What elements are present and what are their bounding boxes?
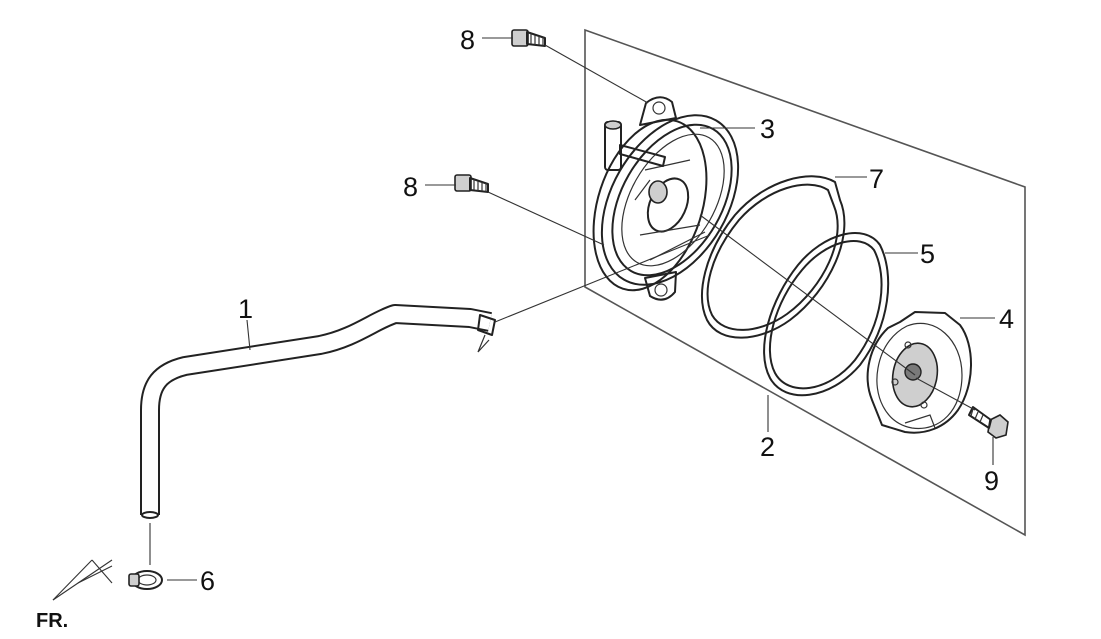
- mounting-plane-panel: [584, 28, 1026, 537]
- callout-1: 1: [238, 294, 253, 324]
- callout-6: 6: [200, 566, 215, 596]
- callout-8-upper: 8: [460, 25, 475, 55]
- callout-9: 9: [984, 466, 999, 496]
- pump-housing-part-3: [592, 96, 740, 301]
- callout-2: 2: [760, 432, 775, 462]
- bolt-part-9: [968, 406, 1009, 439]
- callout-3: 3: [760, 114, 775, 144]
- leader-lines: [149, 37, 995, 581]
- bolt-part-8-lower: [454, 174, 489, 193]
- cover-plate-part-4: [866, 311, 972, 434]
- hose-clamp-part-6: [128, 570, 163, 590]
- callout-5: 5: [920, 239, 935, 269]
- o-ring-part-7: [701, 175, 846, 339]
- front-label: FR.: [36, 610, 68, 632]
- hose-part-1: [140, 304, 496, 519]
- callout-7: 7: [869, 164, 884, 194]
- o-ring-part-5: [763, 232, 890, 397]
- front-direction-indicator: FR.: [36, 559, 113, 632]
- bolt-part-8-upper: [511, 29, 546, 47]
- callout-4: 4: [999, 304, 1014, 334]
- callout-8-lower: 8: [403, 172, 418, 202]
